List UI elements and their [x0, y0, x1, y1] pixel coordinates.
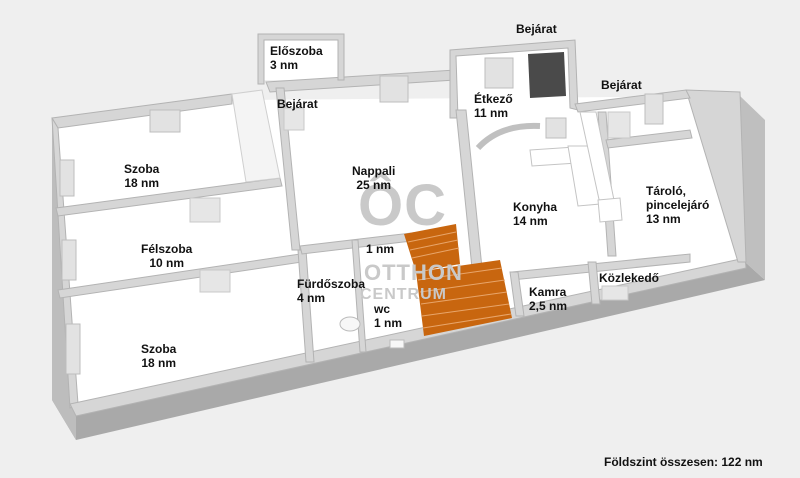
- szoba-top-area: 18 nm: [124, 176, 160, 190]
- label-eloszoba: Előszoba 3 nm: [270, 44, 323, 72]
- szoba-bottom-name: Szoba: [141, 342, 177, 356]
- label-nappali: Nappali 25 nm: [352, 164, 395, 192]
- label-szoba-bottom: Szoba 18 nm: [141, 342, 176, 370]
- wc-name: wc: [374, 302, 391, 316]
- label-etkezo: Étkező 11 nm: [474, 92, 513, 120]
- label-felszoba: Félszoba 10 nm: [141, 242, 192, 270]
- kitchen-counter: [529, 111, 623, 223]
- tarolo-name2: pincelejáró: [646, 198, 710, 212]
- wall-eloszoba: [257, 33, 345, 85]
- kamra-area: 2,5 nm: [529, 299, 568, 313]
- label-wc: wc 1 nm: [374, 302, 402, 330]
- wall-corridor: [231, 89, 281, 183]
- label-kamra: Kamra 2,5 nm: [529, 285, 567, 313]
- konyha-name: Konyha: [513, 200, 558, 214]
- front-wall-face: [52, 262, 765, 440]
- szoba-bottom-area: 18 nm: [141, 356, 177, 370]
- wall-szoba-felszoba: [55, 177, 283, 217]
- furdoszoba-name: Fürdőszoba: [297, 277, 365, 291]
- label-konyha: Konyha 14 nm: [513, 200, 557, 228]
- etkezo-name: Étkező: [474, 92, 513, 106]
- szoba-top-name: Szoba: [124, 162, 160, 176]
- wall-tarolo-left: [605, 129, 693, 149]
- sink-icon: [389, 339, 405, 349]
- nappali-area: 25 nm: [356, 178, 392, 192]
- kamra-name: Kamra: [529, 285, 567, 299]
- wall-kozlekedo: [587, 261, 601, 305]
- toilet-icon: [339, 316, 361, 332]
- label-furdoszoba: Fürdőszoba 4 nm: [297, 277, 365, 305]
- label-bejarat-inner: Bejárat: [277, 97, 318, 111]
- right-wall-face: [740, 96, 765, 280]
- wall-wc: [351, 239, 367, 353]
- floor-eloszoba: [262, 36, 340, 80]
- wall-right: [685, 89, 747, 263]
- floor-total: Földszint összesen: 122 nm: [604, 455, 763, 469]
- label-tarolo: Tároló, pincelejáró 13 nm: [646, 184, 709, 226]
- wc-area: 1 nm: [374, 316, 403, 330]
- floor-main: [56, 96, 742, 404]
- tarolo-area: 13 nm: [646, 212, 681, 226]
- label-szoba-top: Szoba 18 nm: [124, 162, 159, 190]
- windows: [59, 57, 664, 375]
- kitchen-curve: [475, 122, 541, 151]
- wall-kamra: [509, 271, 525, 317]
- felszoba-area: 10 nm: [149, 256, 185, 270]
- watermark-line2: CENTRUM: [360, 286, 447, 303]
- label-bejarat-right: Bejárat: [601, 78, 642, 92]
- konyha-area: 14 nm: [513, 214, 548, 228]
- doors: [189, 52, 631, 301]
- eloszoba-area: 3 nm: [270, 58, 299, 72]
- wall-etkezo: [449, 39, 579, 119]
- label-kozlekedo: Közlekedő: [599, 271, 660, 285]
- nappali-name: Nappali: [352, 164, 396, 178]
- watermark-logo: ÔC: [358, 173, 447, 238]
- furdoszoba-area: 4 nm: [297, 291, 326, 305]
- label-hall-area: 1 nm: [366, 242, 395, 256]
- staircase: [404, 224, 512, 336]
- felszoba-name: Félszoba: [141, 242, 193, 256]
- label-bejarat-top: Bejárat: [516, 22, 557, 36]
- tarolo-name: Tároló,: [646, 184, 687, 198]
- watermark-line1: OTTHON: [364, 260, 463, 285]
- eloszoba-name: Előszoba: [270, 44, 323, 58]
- etkezo-area: 11 nm: [474, 106, 509, 120]
